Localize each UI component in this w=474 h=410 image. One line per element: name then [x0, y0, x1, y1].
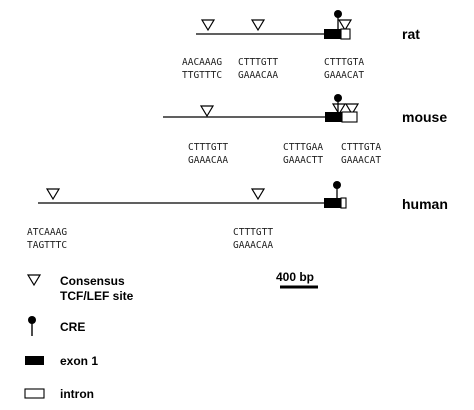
human-seq-2-top: CTTTGTT — [233, 227, 273, 238]
mouse-seq-1-bottom: GAAACAA — [188, 155, 228, 166]
mouse-seq-3-top: CTTTGTA — [341, 142, 381, 153]
legend-cre-label: CRE — [60, 320, 85, 334]
filled-rectangle-icon — [25, 356, 44, 365]
mouse-seq-2-bottom: GAAACTT — [283, 155, 323, 166]
mouse-seq-2-top: CTTTGAA — [283, 142, 323, 153]
triangle-down-outline-icon — [26, 274, 42, 287]
human-tcf-site-2-triangle-icon — [250, 188, 266, 201]
mouse-tcf-site-1-triangle-icon — [199, 105, 215, 118]
legend-item-cre: CRE — [28, 316, 85, 336]
mouse-cre-lollipop-icon — [334, 94, 342, 102]
rat-exon-1-box — [324, 29, 341, 39]
rat-seq-2-bottom: GAAACAA — [238, 70, 278, 81]
rat-seq-1-bottom: TTGTTTC — [182, 70, 222, 81]
rat-seq-3-top: CTTTGTA — [324, 57, 364, 68]
rat-tcf-site-3-triangle-icon — [337, 19, 353, 32]
legend-tcf-label-line1: Consensus — [60, 274, 125, 288]
rat-tcf-site-1-triangle-icon — [200, 19, 216, 32]
legend-tcf-label-line2: TCF/LEF site — [60, 289, 134, 303]
lollipop-icon — [28, 316, 36, 324]
rat-label: rat — [402, 26, 420, 42]
open-rectangle-icon — [24, 388, 45, 399]
mouse-track: mouse CTTTGTT GAAACAA CTTTGAA GAAACTT CT… — [163, 94, 447, 166]
mouse-tcf-site-3-triangle-icon — [344, 103, 360, 116]
human-intron-box — [340, 197, 347, 209]
mouse-seq-3-bottom: GAAACAT — [341, 155, 381, 166]
human-label: human — [402, 196, 448, 212]
human-cre-lollipop-icon — [333, 181, 341, 189]
human-seq-1-top: ATCAAAG — [27, 227, 67, 238]
legend-exon-label: exon 1 — [60, 354, 98, 368]
human-seq-2-bottom: GAAACAA — [233, 240, 273, 251]
rat-seq-1-top: AACAAAG — [182, 57, 222, 68]
scale-bar: 400 bp — [276, 270, 318, 289]
human-exon-1-box — [324, 198, 341, 208]
rat-cre-lollipop-icon — [334, 10, 342, 18]
mouse-seq-1-top: CTTTGTT — [188, 142, 228, 153]
legend-item-tcf-lef-site: Consensus TCF/LEF site — [26, 274, 134, 303]
legend: Consensus TCF/LEF site CRE exon 1 intron — [24, 274, 134, 401]
rat-seq-2-top: CTTTGTT — [238, 57, 278, 68]
legend-intron-label: intron — [60, 387, 94, 401]
rat-tcf-site-2-triangle-icon — [250, 19, 266, 32]
mouse-intron-box — [341, 111, 358, 123]
scale-bar-label: 400 bp — [276, 270, 314, 284]
legend-item-intron: intron — [24, 387, 94, 401]
legend-item-exon-1: exon 1 — [25, 354, 98, 368]
rat-intron-box — [340, 28, 351, 40]
mouse-exon-1-box — [325, 112, 342, 122]
mouse-label: mouse — [402, 109, 447, 125]
human-tcf-site-1-triangle-icon — [45, 188, 61, 201]
rat-track: rat AACAAAG TTGTTTC CTTTGTT GAAACAA CTTT… — [182, 10, 420, 81]
mouse-tcf-site-2-triangle-icon — [331, 103, 347, 116]
human-seq-1-bottom: TAGTTTC — [27, 240, 67, 251]
rat-seq-3-bottom: GAAACAT — [324, 70, 364, 81]
human-track: human ATCAAAG TAGTTTC CTTTGTT GAAACAA — [27, 181, 448, 251]
